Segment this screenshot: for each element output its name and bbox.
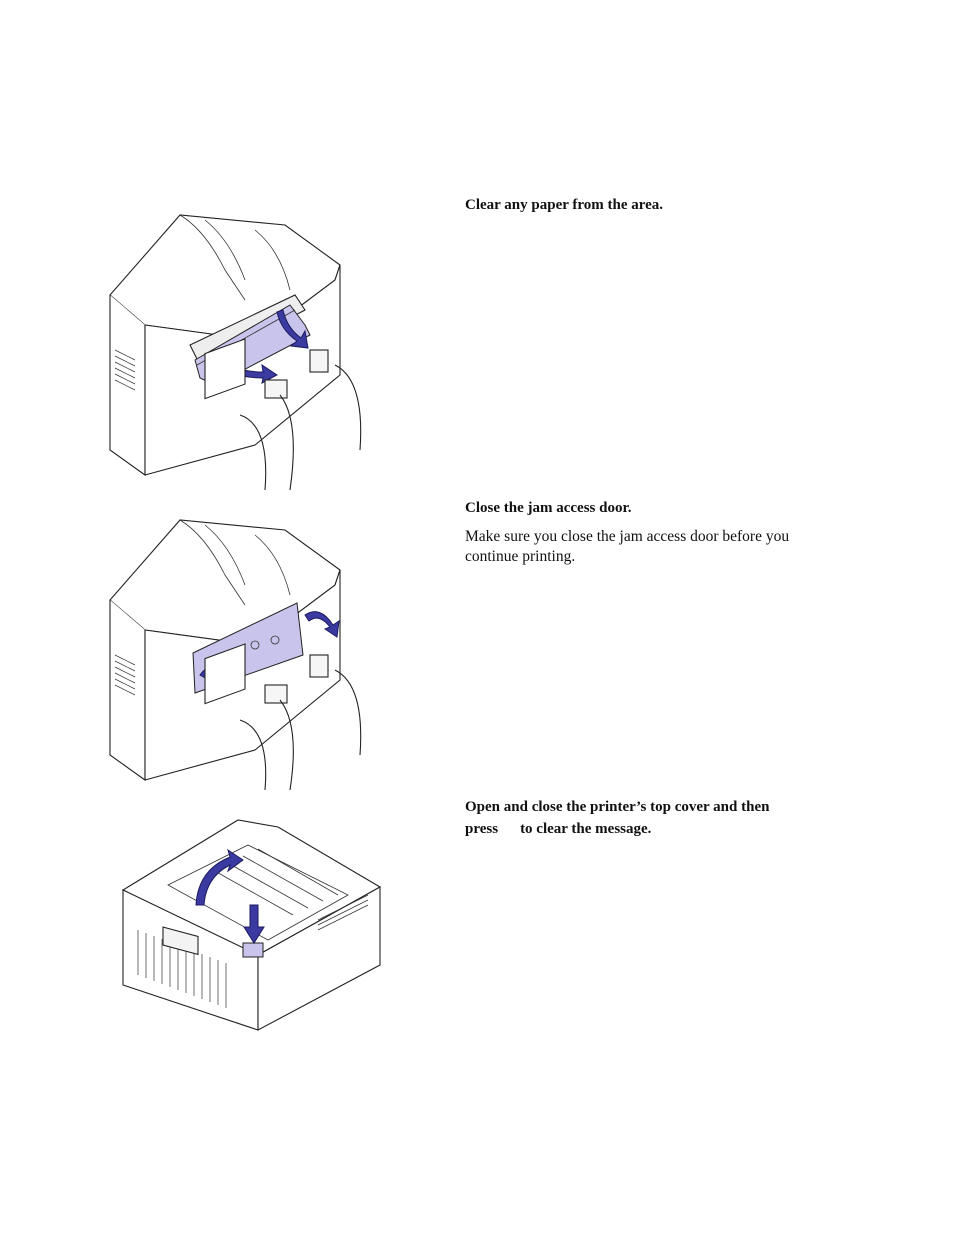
- step-3-heading-press: press: [465, 821, 499, 837]
- step-3-heading: Open and close the printer’s top cover a…: [465, 796, 845, 840]
- printer-rear-jam-illustration: [109, 214, 362, 490]
- step-2-heading: Close the jam access door.: [465, 500, 632, 516]
- step-3-text: Open and close the printer’s top cover a…: [465, 796, 845, 840]
- step-3-heading-end: to clear the message.: [520, 821, 652, 837]
- printer-top-cover-illustration: [121, 819, 382, 1031]
- step-3-heading-line1: Open and close the printer’s top cover a…: [465, 799, 770, 815]
- step-2-text: Close the jam access door. Make sure you…: [465, 497, 845, 567]
- step-2-body: Make sure you close the jam access door …: [465, 528, 790, 565]
- step-1-heading: Clear any paper from the area.: [465, 197, 664, 213]
- printer-close-door-illustration: [109, 519, 362, 790]
- step-1-text: Clear any paper from the area.: [465, 194, 845, 216]
